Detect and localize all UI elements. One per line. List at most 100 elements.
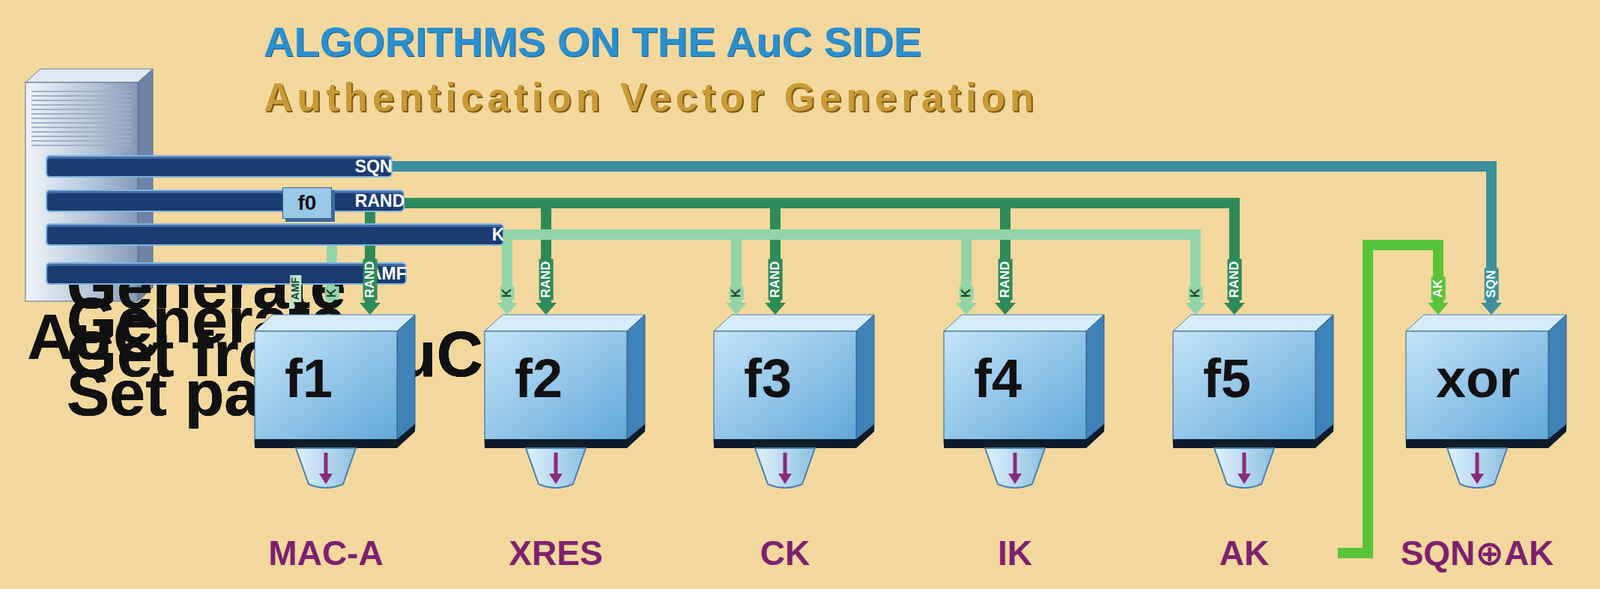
server-vent	[31, 113, 132, 115]
bar-parameter: RAND	[355, 191, 405, 212]
function-box: f0	[282, 187, 332, 219]
diagram-subtitle: Authentication Vector Generation	[263, 74, 1039, 120]
cube-shadow	[943, 423, 1105, 448]
output-arrowhead	[1237, 473, 1251, 484]
cube-shadow	[1405, 423, 1567, 448]
server-vent	[31, 126, 132, 129]
server-vent	[31, 144, 132, 147]
output-arrow	[1242, 452, 1247, 475]
signal-wire	[331, 202, 547, 303]
output-arrowhead	[778, 473, 792, 484]
cube-outline	[1173, 314, 1338, 502]
server-vent	[31, 99, 132, 102]
output-funnel	[985, 447, 1045, 488]
signal-wire	[392, 166, 1492, 303]
heading-block: ALGORITHMS ON THE AuC SIDE Authentication…	[263, 19, 1039, 120]
bar-parameter: K	[492, 224, 505, 245]
wire-label: AMF	[289, 274, 302, 302]
output-arrowhead	[1470, 473, 1484, 484]
function-name: f0	[298, 191, 317, 215]
parameter-bar: Get from AuCK	[45, 223, 505, 246]
algorithm-cube: f3CK	[713, 314, 879, 586]
server-vent	[31, 90, 132, 93]
algorithm-cube: xorSQN⊕AK	[1405, 314, 1571, 586]
wire-label: SQN	[1484, 267, 1499, 300]
cube-top	[254, 314, 415, 332]
cube-side	[1315, 314, 1334, 444]
wire-label: RAND	[363, 258, 378, 300]
cube-outline	[943, 314, 1109, 502]
output-arrowhead	[549, 473, 563, 484]
server-vent	[31, 117, 132, 120]
output-name: XRES	[469, 533, 642, 573]
output-name: AK	[1158, 533, 1331, 573]
algorithm-cube: f2XRES	[484, 314, 650, 586]
output-arrow	[1013, 452, 1018, 475]
bar-parameter: SQN	[355, 156, 393, 177]
signal-wire	[331, 202, 1006, 303]
cube-top	[943, 314, 1105, 332]
output-arrowhead	[1008, 473, 1022, 484]
server-vent	[31, 135, 132, 138]
wire-label: RAND	[998, 258, 1013, 300]
signal-wire	[504, 234, 1196, 303]
server-vent	[31, 131, 132, 133]
output-name: CK	[698, 533, 872, 573]
wire-label: RAND	[768, 258, 783, 300]
signal-wire	[331, 202, 776, 303]
server-vent	[31, 140, 132, 142]
function-name: f2	[514, 348, 650, 409]
function-name: f5	[1202, 348, 1338, 409]
wire-label: RAND	[539, 258, 554, 300]
wire-label: AK	[1431, 276, 1446, 300]
cube-side	[1086, 314, 1105, 444]
output-name: SQN⊕AK	[1391, 533, 1564, 573]
cube-top	[1173, 314, 1334, 332]
signal-wire	[331, 202, 1235, 303]
diagram-title: ALGORITHMS ON THE AuC SIDE	[263, 19, 1039, 65]
cube-shadow	[713, 423, 875, 448]
server-top	[25, 68, 153, 83]
cube-side	[856, 314, 875, 444]
server-vent	[31, 108, 132, 111]
output-arrow	[324, 452, 329, 475]
cube-outline	[713, 314, 879, 502]
cube-outline	[484, 314, 650, 502]
wire-label: K	[959, 286, 974, 300]
auc-server: AuCGenerateSQNGenerateRANDGet from AuCKS…	[14, 65, 285, 374]
cube-side	[1548, 314, 1567, 444]
output-name: MAC-A	[239, 533, 412, 573]
signal-wire	[504, 234, 967, 303]
output-arrow	[554, 452, 559, 475]
cube-shadow	[484, 423, 645, 448]
cube-shadow	[1173, 423, 1334, 448]
function-name: xor	[1435, 348, 1571, 409]
output-funnel	[1447, 447, 1508, 488]
wire-label: K	[500, 286, 515, 300]
cube-outline	[1405, 314, 1571, 502]
cube-side	[626, 314, 645, 444]
parameter-bar: Set parm.AMF	[45, 262, 407, 285]
cube-top	[713, 314, 875, 332]
wire-label: K	[325, 286, 340, 300]
server-vent	[31, 104, 132, 106]
output-funnel	[295, 447, 356, 488]
output-arrowhead	[319, 473, 333, 484]
output-arrow	[1475, 452, 1480, 475]
wire-label: K	[729, 286, 744, 300]
cube-outline	[254, 314, 420, 502]
parameter-bar: GenerateRAND	[45, 189, 405, 212]
function-name: f3	[743, 348, 879, 409]
algorithm-cube: f5AK	[1173, 314, 1338, 586]
parameter-bar: GenerateSQN	[45, 155, 393, 178]
wire-label: K	[1188, 286, 1203, 300]
output-name: IK	[928, 533, 1102, 573]
cube-shadow	[254, 423, 415, 448]
output-funnel	[525, 447, 586, 488]
output-funnel	[755, 447, 815, 488]
wire-label: RAND	[1227, 258, 1242, 300]
output-arrow	[783, 452, 788, 475]
algorithm-cube: f4IK	[943, 314, 1109, 586]
